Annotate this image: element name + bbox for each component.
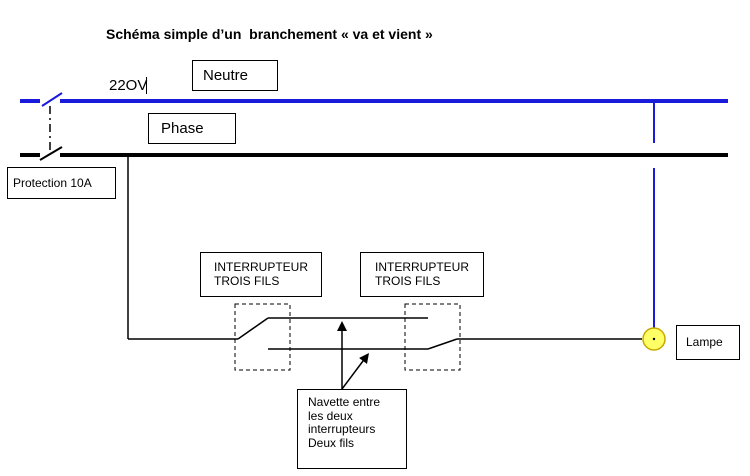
lampe-label: Lampe (676, 325, 740, 360)
navette-label-line: les deux (308, 408, 353, 423)
neutre-breaker-contact (41, 92, 63, 107)
navette-wires (268, 317, 428, 350)
switch2-housing (404, 303, 461, 371)
neutre-label: Neutre (192, 60, 278, 91)
protection-label: Protection 10A (7, 167, 116, 199)
navette-label-line: Deux fils (308, 435, 355, 450)
switch1-blade (237, 317, 269, 340)
switch1-label-line: INTERRUPTEUR (214, 260, 309, 274)
phase-label: Phase (148, 113, 236, 144)
switch1-housing (234, 303, 291, 371)
switch2-label-line: INTERRUPTEUR (375, 260, 470, 274)
neutre-wire (20, 92, 728, 328)
switch1-label-line: TROIS FILS (214, 274, 280, 288)
lamp-icon (642, 327, 666, 351)
voltage-label: 22OV (109, 77, 148, 94)
navette-label: Navette entre les deux interrupteurs Deu… (297, 389, 407, 469)
switch2-label: INTERRUPTEUR TROIS FILS (360, 252, 484, 297)
phase-wire (20, 146, 728, 161)
navette-label-line: Navette entre (308, 395, 381, 409)
navette-arrows (337, 321, 369, 390)
switch1-label: INTERRUPTEUR TROIS FILS (200, 252, 322, 297)
navette-label-line: interrupteurs (308, 422, 376, 436)
text-cursor (146, 77, 147, 94)
switch2-label-line: TROIS FILS (375, 274, 441, 288)
diagram-title: Schéma simple d’un branchement « va et v… (106, 26, 433, 42)
phase-breaker-contact (39, 146, 63, 161)
switch2-blade (427, 338, 458, 350)
phase-feed-wire (127, 155, 238, 340)
